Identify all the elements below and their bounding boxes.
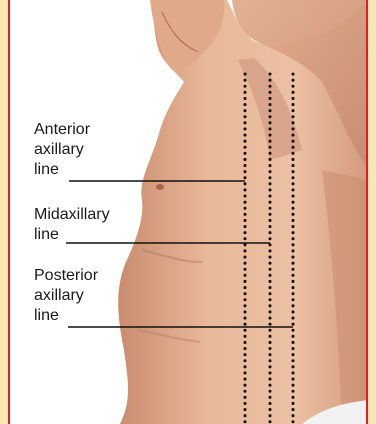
anterior-line-2: axillary — [34, 140, 90, 160]
illustration-panel: Anterior axillary line Midaxillary line … — [8, 0, 368, 424]
mid-line-2: line — [34, 225, 110, 245]
posterior-line-2: axillary — [34, 286, 98, 306]
midaxillary-label: Midaxillary line — [34, 205, 110, 245]
anterior-line-3: line — [34, 160, 90, 180]
nipple — [156, 184, 164, 190]
posterior-line-1: Posterior — [34, 266, 98, 286]
posterior-line-3: line — [34, 306, 98, 326]
anterior-line-1: Anterior — [34, 120, 90, 140]
posterior-axillary-label: Posterior axillary line — [34, 266, 98, 326]
mid-line-1: Midaxillary — [34, 205, 110, 225]
anterior-axillary-label: Anterior axillary line — [34, 120, 90, 180]
